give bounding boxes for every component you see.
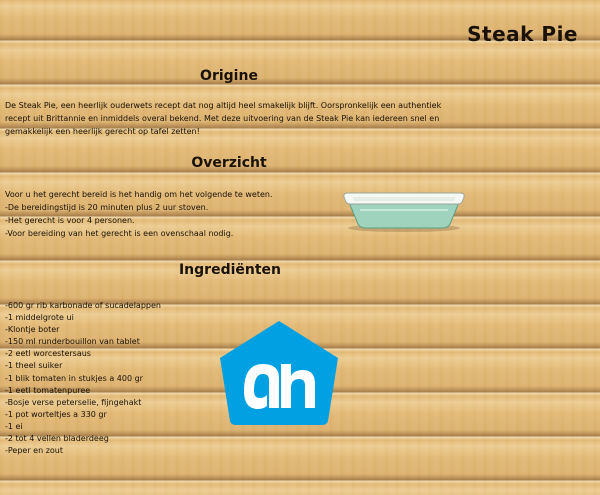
ingredient-item: -Bosje verse peterselie, fijngehakt xyxy=(5,397,142,407)
origine-heading: Origine xyxy=(200,68,258,84)
overzicht-line: -Voor bereiding van het gerecht is een o… xyxy=(5,229,234,238)
overzicht-heading: Overzicht xyxy=(191,155,267,171)
ingredient-list: -600 gr rib karbonade of sucadelappen -1… xyxy=(5,300,161,457)
overzicht-text: Voor u het gerecht bereid is het handig … xyxy=(5,188,335,240)
ingredient-item: -600 gr rib karbonade of sucadelappen xyxy=(5,301,161,310)
ingredient-item: -Klontje boter xyxy=(5,325,60,335)
page-title: Steak Pie xyxy=(467,22,578,46)
albert-heijn-logo xyxy=(215,318,343,432)
ingredient-item: -1 pot worteltjes a 330 gr xyxy=(5,409,107,419)
origine-text: De Steak Pie, een heerlijk ouderwets rec… xyxy=(5,101,442,136)
ingredient-item: -1 eetl tomatenpuree xyxy=(5,385,91,395)
overzicht-line: -Het gerecht is voor 4 personen. xyxy=(5,216,135,225)
overzicht-line: -De bereidingstijd is 20 minuten plus 2 … xyxy=(5,203,209,212)
ingredient-item: -2 tot 4 vellen bladerdeeg xyxy=(5,434,109,444)
ingredient-item: -1 theel suiker xyxy=(5,361,63,371)
ingredient-item: -1 blik tomaten in stukjes a 400 gr xyxy=(5,373,143,383)
ingredient-item: -1 middelgrote ui xyxy=(5,313,74,323)
ingredient-item: -Peper en zout xyxy=(5,446,64,456)
overzicht-line: Voor u het gerecht bereid is het handig … xyxy=(5,190,273,199)
oven-dish-icon xyxy=(340,188,468,238)
ingredient-item: -2 eetl worcestersaus xyxy=(5,349,91,359)
ingredient-item: -1 ei xyxy=(5,421,23,431)
ingredient-item: -150 ml runderbouillon van tablet xyxy=(5,337,140,347)
ingredienten-heading: Ingrediënten xyxy=(178,262,282,278)
